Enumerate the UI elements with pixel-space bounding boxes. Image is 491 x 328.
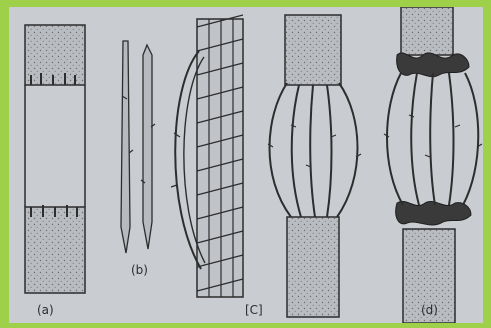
trunk-panel-c2	[268, 15, 361, 317]
scion-c2-2	[292, 85, 301, 217]
scions-panel-b	[121, 41, 155, 253]
scion-c2-1	[270, 83, 292, 217]
trunk-panel-c	[171, 15, 243, 297]
label-d: (d)	[421, 303, 438, 317]
bridge-grafting-illustration	[9, 7, 483, 323]
scion-wedge	[143, 45, 152, 249]
scion-d-2	[411, 73, 419, 205]
lower-wax-band	[396, 201, 471, 225]
trunk-panel-a	[25, 25, 85, 293]
scion-d-buds	[384, 115, 482, 157]
trunk-c	[197, 19, 243, 297]
scion-d-3	[430, 73, 435, 205]
exposed-wood-a	[25, 85, 85, 207]
trunk-panel-d	[384, 7, 482, 323]
lower-bark-c2	[287, 217, 339, 317]
label-c: [C]	[245, 303, 263, 317]
scion-d-5	[463, 73, 478, 205]
label-a: (a)	[37, 303, 54, 317]
scion-c2-buds	[268, 125, 361, 167]
upper-bark-c2	[285, 15, 341, 85]
illustration-panel: (a) (b) [C] (d)	[9, 7, 483, 323]
upper-bark-d	[401, 7, 453, 55]
scion-d-4	[449, 73, 454, 205]
label-b: (b)	[131, 263, 148, 277]
scion-straight	[121, 41, 130, 253]
scion-c2-4	[327, 85, 332, 217]
lower-bark-a	[25, 207, 85, 293]
scion-d-1	[387, 73, 403, 205]
scion-c2-5	[337, 83, 358, 217]
scion-c2-3	[310, 85, 315, 217]
